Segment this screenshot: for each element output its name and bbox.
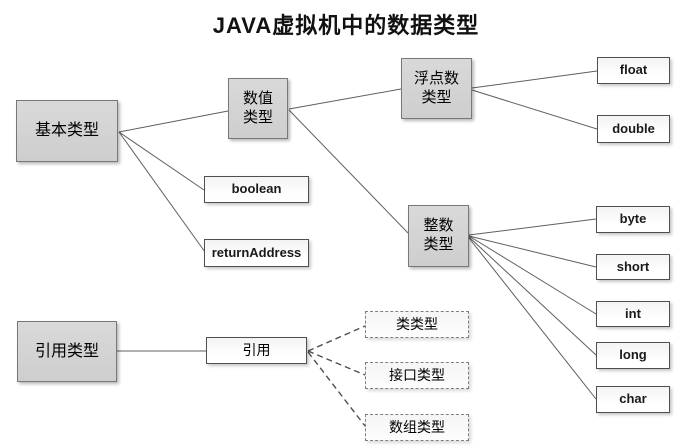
connector-basic-to-numeric [118, 110, 229, 133]
node-float: float [597, 57, 670, 84]
connector-reference-to-interfacetype [307, 350, 366, 376]
connector-integer-to-int [468, 235, 597, 315]
node-byte: byte [596, 206, 670, 233]
node-short: short [596, 254, 670, 280]
node-boolean: boolean [204, 176, 309, 203]
connector-integer-to-short [468, 235, 597, 268]
connector-integer-to-char [468, 237, 597, 400]
node-char: char [596, 386, 670, 413]
diagram-title: JAVA虚拟机中的数据类型 [212, 13, 480, 38]
connector-floattype-to-double [471, 89, 598, 130]
node-long: long [596, 342, 670, 369]
connector-integer-to-byte [468, 218, 597, 236]
node-interface-type: 接口类型 [365, 362, 469, 389]
node-float-type: 浮点数 类型 [401, 58, 472, 119]
connector-reference-to-classtype [307, 325, 366, 352]
connector-integer-to-long [468, 236, 597, 356]
node-integer-type: 整数 类型 [408, 205, 469, 267]
connector-numeric-to-floattype [288, 88, 402, 110]
connector-basic-to-returnaddress [118, 131, 206, 253]
node-array-type: 数组类型 [365, 414, 469, 441]
connector-floattype-to-float [471, 70, 598, 89]
node-reference: 引用 [206, 337, 307, 364]
node-returnaddress: returnAddress [204, 239, 309, 267]
node-class-type: 类类型 [365, 311, 469, 338]
node-reference-type: 引用类型 [17, 321, 117, 382]
node-double: double [597, 115, 670, 143]
node-basic-type: 基本类型 [16, 100, 118, 162]
connector-numeric-to-integertype [288, 109, 409, 234]
node-int: int [596, 301, 670, 327]
node-numeric-type: 数值 类型 [228, 78, 288, 139]
connector-basic-to-boolean [118, 131, 205, 191]
connector-reference-to-arraytype [307, 351, 366, 427]
